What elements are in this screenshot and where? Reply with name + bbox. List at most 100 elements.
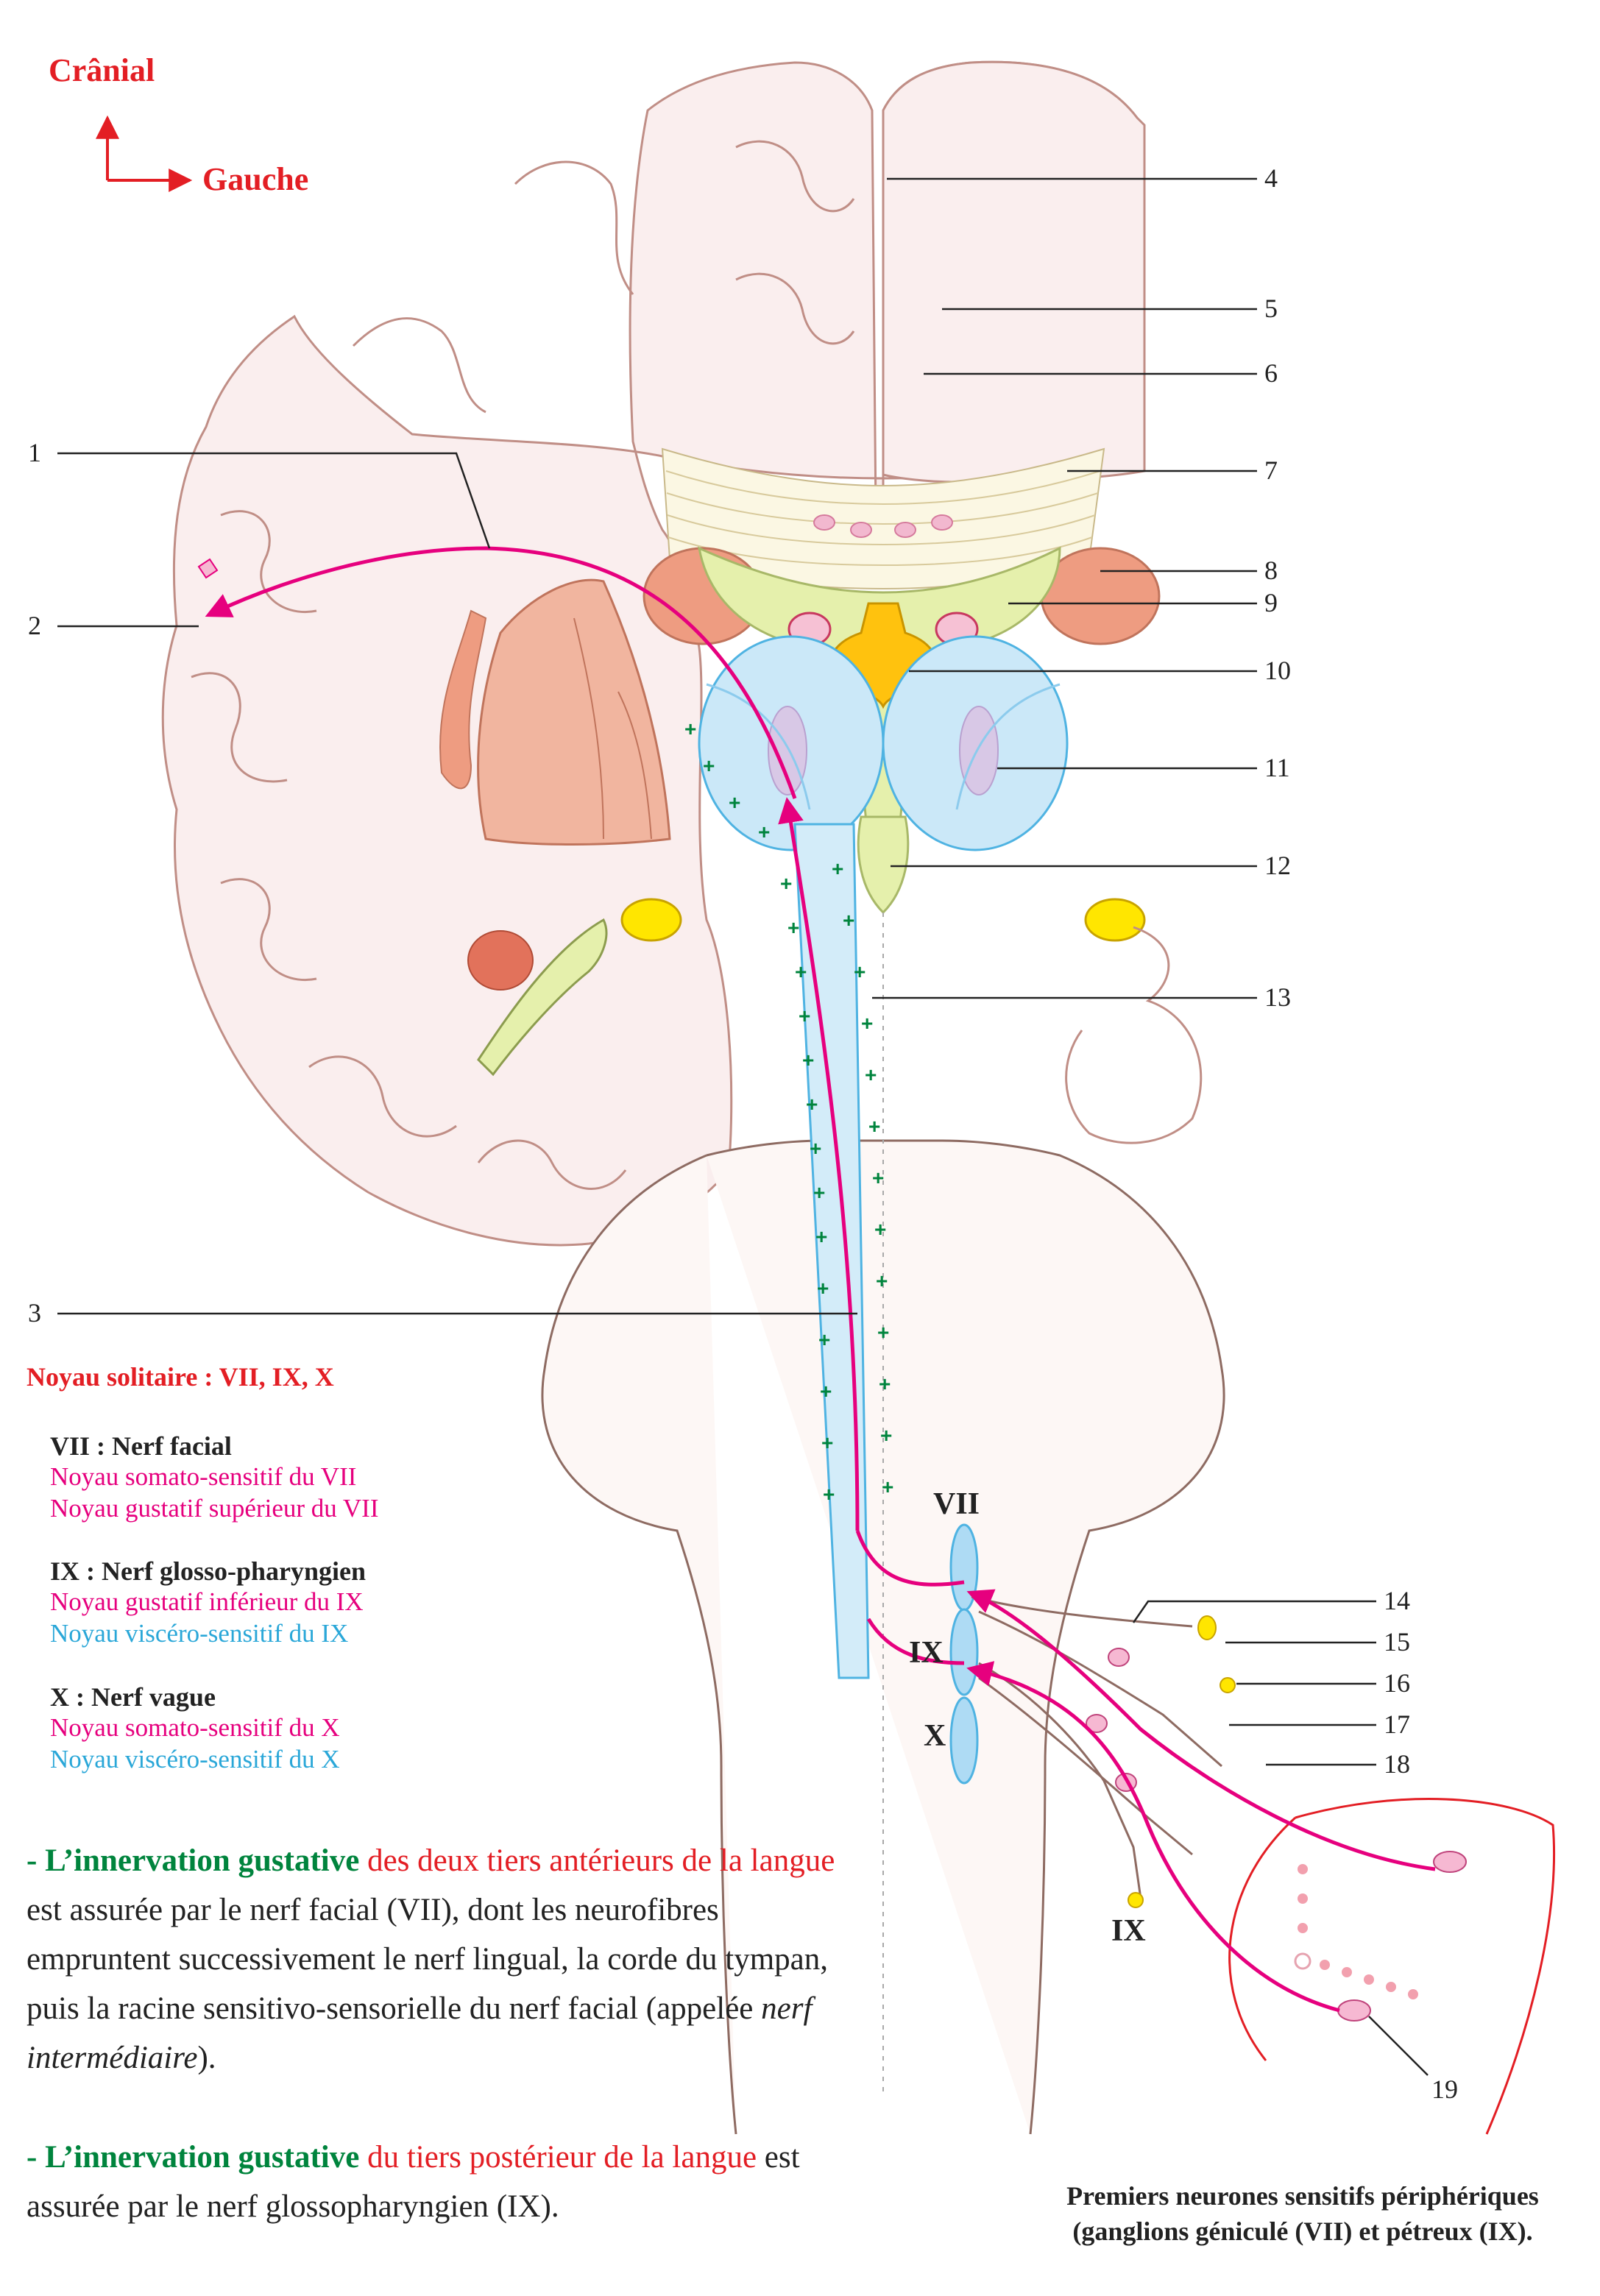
svg-text:+: + [854, 960, 866, 983]
paragraph-anterior-italic: nerf intermédiaire [26, 1991, 813, 2075]
putamen-divisions [573, 617, 652, 840]
paragraph-anterior-rest: est assurée par le nerf facial (VII), do… [26, 1893, 828, 2026]
tongue-dots [1298, 1864, 1418, 1999]
legend-vii-heading: VII : Nerf facial [50, 1431, 232, 1461]
brainstem-upper [857, 815, 910, 915]
legend-ix-heading: IX : Nerf glosso-pharyngien [50, 1556, 366, 1586]
caption-line-2: (ganglions géniculé (VII) et pétreux (IX… [1072, 2217, 1533, 2246]
paragraph-anterior-dash: - [26, 1843, 46, 1878]
nerve-stub-15 [1197, 1615, 1217, 1640]
nerve-label-vii: VII [933, 1487, 980, 1521]
callout-12: 12 [1264, 851, 1291, 880]
hippocampus-green [477, 918, 608, 1077]
amygdala [467, 930, 534, 991]
svg-text:+: + [810, 1137, 821, 1160]
choroid-dots [813, 514, 953, 538]
nerve-label-ix: IX [909, 1636, 944, 1670]
taste-pathway [205, 546, 1436, 2013]
figure-caption: Premiers neurones sensitifs périphérique… [1001, 2178, 1600, 2249]
callout-15: 15 [1384, 1627, 1410, 1657]
svg-text:+: + [817, 1277, 829, 1300]
paragraph-anterior-end: ). [197, 2041, 216, 2075]
svg-text:+: + [872, 1166, 884, 1189]
cortical-terminal [197, 558, 219, 579]
cranial-label: Crânial [49, 52, 155, 88]
paragraph-anterior-green: L’innervation gustative [45, 1843, 360, 1878]
svg-text:+: + [880, 1424, 892, 1447]
legend-vii-line-1: Noyau somato-sensitif du VII [50, 1462, 357, 1491]
solitary-tract [793, 823, 870, 1679]
svg-text:+: + [868, 1115, 880, 1138]
svg-text:+: + [813, 1181, 825, 1204]
svg-text:+: + [861, 1012, 873, 1035]
svg-text:+: + [703, 754, 715, 777]
callout-16: 16 [1384, 1668, 1410, 1698]
right-hemisphere-cortex [882, 60, 1146, 483]
hippocampus-tail-left [620, 898, 682, 942]
paragraph-posterior: - L’innervation gustative du tiers posté… [26, 2133, 836, 2231]
callout-17: 17 [1384, 1709, 1410, 1739]
paragraph-posterior-dash: - [26, 2140, 46, 2175]
svg-text:+: + [843, 909, 854, 932]
legend-vii-line-2: Noyau gustatif supérieur du VII [50, 1494, 379, 1523]
svg-text:+: + [684, 718, 696, 740]
legend-x-line-1: Noyau somato-sensitif du X [50, 1713, 340, 1742]
legend-title: Noyau solitaire : VII, IX, X [26, 1362, 334, 1392]
callout-9: 9 [1264, 588, 1278, 617]
callout-8: 8 [1264, 556, 1278, 585]
callout-4: 4 [1264, 163, 1278, 193]
svg-text:+: + [795, 960, 807, 983]
paragraph-anterior-red: des deux tiers antérieurs de la langue [359, 1843, 835, 1878]
tongue-outline [1228, 1798, 1556, 2135]
callout-14: 14 [1384, 1586, 1410, 1615]
legend-x-heading: X : Nerf vague [50, 1682, 216, 1712]
nerve-label-ix-lower: IX [1111, 1914, 1146, 1948]
left-label: Gauche [202, 161, 309, 197]
svg-text:+: + [821, 1431, 833, 1454]
corpus-callosum-lines [665, 470, 1101, 567]
callout-10: 10 [1264, 656, 1291, 685]
svg-text:+: + [806, 1093, 818, 1116]
paragraph-anterior: - L’innervation gustative des deux tiers… [26, 1836, 836, 2083]
svg-text:+: + [865, 1063, 877, 1086]
claustrum [439, 609, 487, 790]
svg-text:+: + [882, 1475, 893, 1498]
svg-text:+: + [876, 1269, 888, 1292]
svg-text:+: + [729, 791, 740, 814]
caption-line-1: Premiers neurones sensitifs périphérique… [1066, 2181, 1539, 2211]
paragraph-posterior-red: du tiers postérieur de la langue [359, 2140, 757, 2175]
plus-markers: ++++ ++++ ++++ ++++ ++ ++++ ++++ ++++ + [684, 718, 893, 1506]
callout-6: 6 [1264, 358, 1278, 388]
callout-1: 1 [28, 438, 41, 467]
svg-text:+: + [799, 1005, 810, 1027]
svg-text:+: + [879, 1372, 891, 1395]
lentiform-nucleus [477, 578, 671, 846]
cranial-nerve-nuclei [949, 1523, 979, 1785]
svg-text:+: + [832, 857, 843, 880]
callout-7: 7 [1264, 456, 1278, 485]
svg-text:+: + [877, 1321, 889, 1344]
orientation-arrows [96, 115, 193, 192]
svg-text:+: + [820, 1380, 832, 1403]
svg-text:+: + [874, 1218, 886, 1241]
callout-2: 2 [28, 611, 41, 640]
legend-ix-line-2: Noyau viscéro-sensitif du IX [50, 1619, 349, 1648]
paragraph-posterior-rest: est assurée par le nerf glossopharyngien… [26, 2140, 800, 2224]
receptor-cells [1337, 1851, 1467, 2022]
nerve-label-x: X [924, 1719, 946, 1753]
thalamus-inner-lines [706, 683, 1061, 810]
hippocampus-tail-right [1084, 898, 1146, 942]
paragraph-posterior-green: L’innervation gustative [45, 2140, 360, 2175]
svg-text:+: + [802, 1049, 814, 1071]
svg-text:+: + [815, 1225, 827, 1248]
callout-5: 5 [1264, 294, 1278, 323]
svg-text:+: + [758, 821, 770, 843]
svg-text:+: + [818, 1328, 830, 1351]
svg-text:+: + [787, 916, 799, 939]
leader-lines [57, 177, 1429, 2076]
taste-bud-marker [1294, 1952, 1311, 1970]
callout-11: 11 [1264, 753, 1290, 782]
callout-18: 18 [1384, 1749, 1410, 1779]
svg-text:+: + [780, 872, 792, 895]
